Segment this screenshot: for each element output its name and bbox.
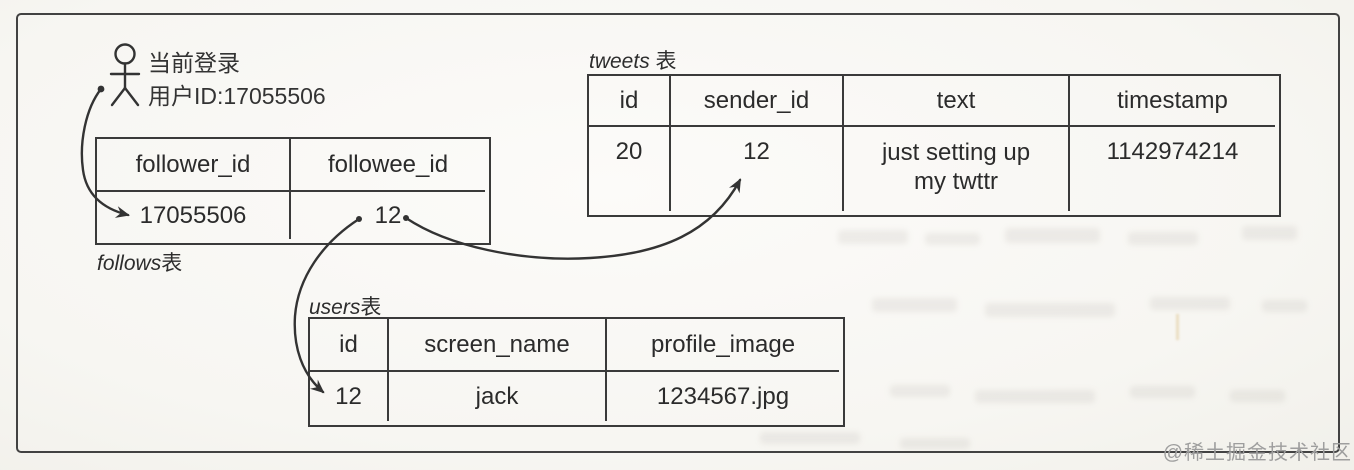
- follows-table-label: follows表: [97, 247, 182, 277]
- follows-table-label-zh: 表: [161, 252, 183, 275]
- tweets-header-id: id: [619, 86, 639, 114]
- users-table: id screen_name profile_image 12 jack 123…: [308, 317, 845, 427]
- follows-header-follower-id: follower_id: [135, 150, 251, 178]
- users-cell-screen-name: jack: [387, 370, 605, 421]
- tweets-cell-sender-id: 12: [669, 125, 842, 211]
- follows-table-label-en: follows: [97, 252, 162, 275]
- watermark: @稀土掘金技术社区: [1162, 442, 1352, 464]
- users-header-screen-name: screen_name: [387, 319, 605, 370]
- follows-cell-followee-id: 12: [289, 190, 485, 239]
- tweets-table-label: tweets 表: [589, 45, 677, 75]
- users-header-id: id: [339, 330, 358, 358]
- tweets-cell-timestamp: 1142974214: [1068, 125, 1275, 211]
- users-header-profile-image: profile_image: [605, 319, 839, 370]
- user-id-label: 用户ID:17055506: [148, 83, 326, 109]
- diagram-border-frame: [16, 13, 1340, 453]
- follows-table: follower_id followee_id 17055506 12: [95, 137, 491, 245]
- users-cell-id: 12: [310, 370, 387, 421]
- tweets-table-label-en: tweets: [589, 50, 650, 73]
- tweets-cell-text: just setting up my twttr: [842, 125, 1068, 211]
- users-table-label-zh: 表: [360, 296, 382, 319]
- follows-cell-follower-id: 17055506: [97, 190, 289, 239]
- tweets-cell-id: 20: [589, 125, 669, 211]
- current-login-label: 当前登录: [148, 50, 240, 76]
- tweets-header-timestamp: timestamp: [1068, 76, 1275, 125]
- users-cell-profile-image: 1234567.jpg: [605, 370, 839, 421]
- users-table-label-en: users: [309, 296, 361, 319]
- follows-header-followee-id: followee_id: [289, 139, 485, 190]
- tweets-table: id sender_id text timestamp 20 12 just s…: [587, 74, 1281, 217]
- tweets-header-sender-id: sender_id: [669, 76, 842, 125]
- tweets-table-label-zh: 表: [649, 50, 677, 73]
- tweets-header-text: text: [842, 76, 1068, 125]
